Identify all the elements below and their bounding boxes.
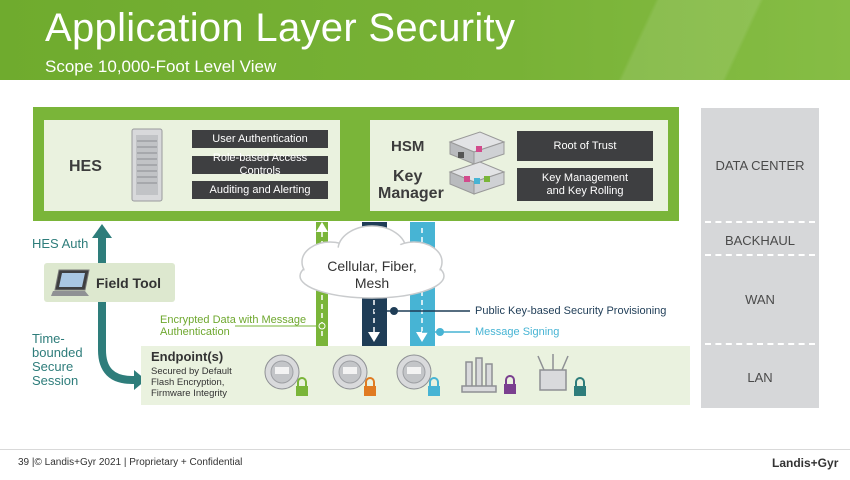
pki-label: Public Key-based Security Provisioning: [475, 305, 667, 317]
meter-icon: [264, 354, 300, 390]
server-icon: [131, 128, 163, 202]
time-bounded-label: Time- bounded Secure Session: [32, 331, 83, 388]
substation-icon: [461, 357, 497, 393]
hes-item-auditing-alerting: Auditing and Alerting: [192, 181, 328, 199]
transformer-icon: [537, 354, 569, 391]
signing-dot: [436, 328, 444, 336]
cloud-icon: [299, 225, 445, 299]
zone-column: [701, 108, 819, 408]
hes-label: HES: [69, 158, 102, 175]
lock-icon-blue: [428, 377, 440, 396]
hes-auth-shaft: [98, 236, 106, 264]
footer-divider: [0, 449, 850, 450]
zone-divider: [705, 254, 815, 256]
zone-divider: [705, 343, 815, 345]
encrypted-data-label: Encrypted Data with Message Authenticati…: [160, 314, 307, 338]
manager-label: Manager: [378, 185, 444, 202]
encrypted-dot: [318, 322, 326, 330]
pki-dot: [390, 307, 398, 315]
hes-item-user-authentication: User Authentication: [192, 130, 328, 148]
light-blue-arrow-down: [416, 332, 428, 342]
cloud-label: Cellular, Fiber, Mesh: [327, 258, 417, 291]
message-signing-label: Message Signing: [475, 326, 560, 338]
hsm-item-root-of-trust: Root of Trust: [517, 131, 653, 161]
zone-lan: LAN: [747, 370, 773, 385]
hsm-item-key-management: Key Management and Key Rolling: [517, 168, 653, 201]
hes-auth-label: HES Auth: [32, 236, 89, 251]
field-tool-label: Field Tool: [96, 275, 162, 291]
lock-icon-purple: [504, 375, 516, 394]
hes-item-role-based-access: Role-based Access Controls: [192, 152, 328, 177]
meter-icon: [332, 354, 368, 390]
hsm-device-icon: [448, 131, 506, 195]
lock-icon-green: [296, 377, 308, 396]
company-logo: Landis+Gyr: [772, 456, 839, 470]
hsm-label: HSM: [391, 138, 425, 155]
zone-wan: WAN: [745, 292, 775, 307]
laptop-icon: [51, 269, 90, 296]
endpoint-devices: [264, 354, 586, 396]
footer-text: 39 |© Landis+Gyr 2021 | Proprietary + Co…: [18, 457, 243, 468]
endpoint-title: Endpoint(s): [151, 349, 224, 364]
key-label: Key: [393, 168, 423, 185]
header-shine: [530, 0, 850, 80]
meter-icon: [396, 354, 432, 390]
zone-backhaul: BACKHAUL: [724, 233, 796, 248]
page-subtitle: Scope 10,000-Foot Level View: [45, 57, 277, 76]
zone-data-center: DATA CENTER: [715, 158, 805, 173]
green-arrow-up: [316, 222, 328, 232]
lock-icon-teal: [574, 377, 586, 396]
session-arrowhead: [134, 370, 146, 390]
page-title: Application Layer Security: [45, 6, 516, 50]
header-banner: [0, 0, 850, 80]
dark-blue-arrow-down: [368, 332, 380, 342]
lock-icon-orange: [364, 377, 376, 396]
session-arrow-path: [98, 302, 136, 384]
endpoint-desc: Secured by Default Flash Encryption, Fir…: [151, 366, 232, 399]
zone-divider: [705, 221, 815, 223]
hes-auth-arrowhead: [92, 224, 112, 238]
